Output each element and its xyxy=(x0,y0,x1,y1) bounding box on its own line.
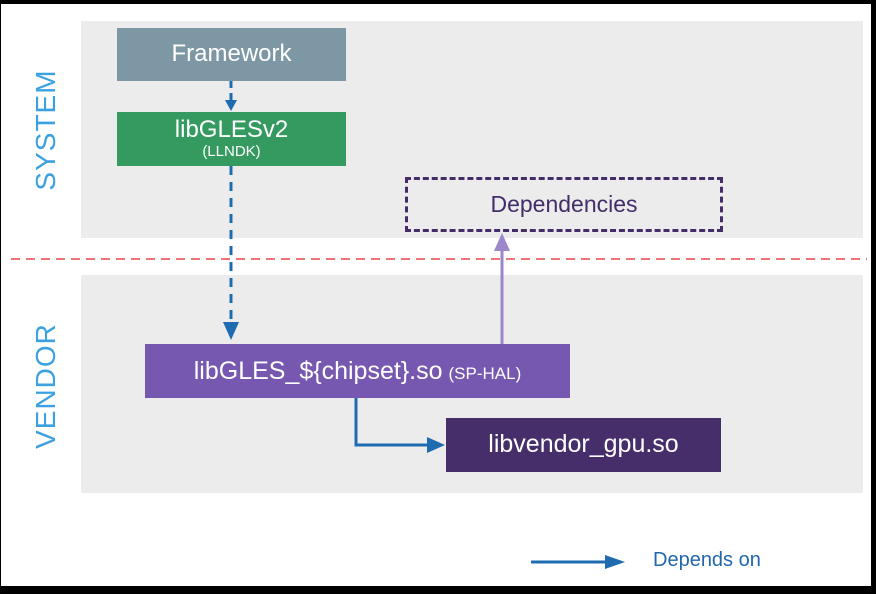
framework-label: Framework xyxy=(171,40,292,68)
llndk-label: (LLNDK) xyxy=(202,143,261,161)
chipset-library-box: libGLES_${chipset}.so (SP-HAL) xyxy=(145,344,570,398)
dependencies-box: Dependencies xyxy=(405,177,723,232)
legend-depends-on-label: Depends on xyxy=(653,549,761,571)
sp-hal-label: (SP-HAL) xyxy=(448,364,522,383)
libvendor-gpu-label: libvendor_gpu.so xyxy=(488,430,679,459)
libgles-to-chipset-arrowhead xyxy=(223,322,239,340)
chipset-to-vendorgpu-arrowhead xyxy=(427,437,445,453)
libglesv2-label: libGLESv2 xyxy=(174,116,289,144)
chipset-to-dependencies-arrowhead xyxy=(494,233,510,251)
dependencies-label: Dependencies xyxy=(490,190,638,217)
libvendor-gpu-box: libvendor_gpu.so xyxy=(446,418,721,472)
framework-to-libgles-arrowhead xyxy=(225,100,237,111)
framework-box: Framework xyxy=(117,28,346,81)
chipset-library-label: libGLES_${chipset}.so xyxy=(193,357,443,385)
chipset-to-vendorgpu-arrow xyxy=(354,398,429,447)
legend-arrowhead xyxy=(605,555,625,569)
libglesv2-box: libGLESv2 (LLNDK) xyxy=(117,112,346,166)
connector-layer xyxy=(11,81,867,569)
